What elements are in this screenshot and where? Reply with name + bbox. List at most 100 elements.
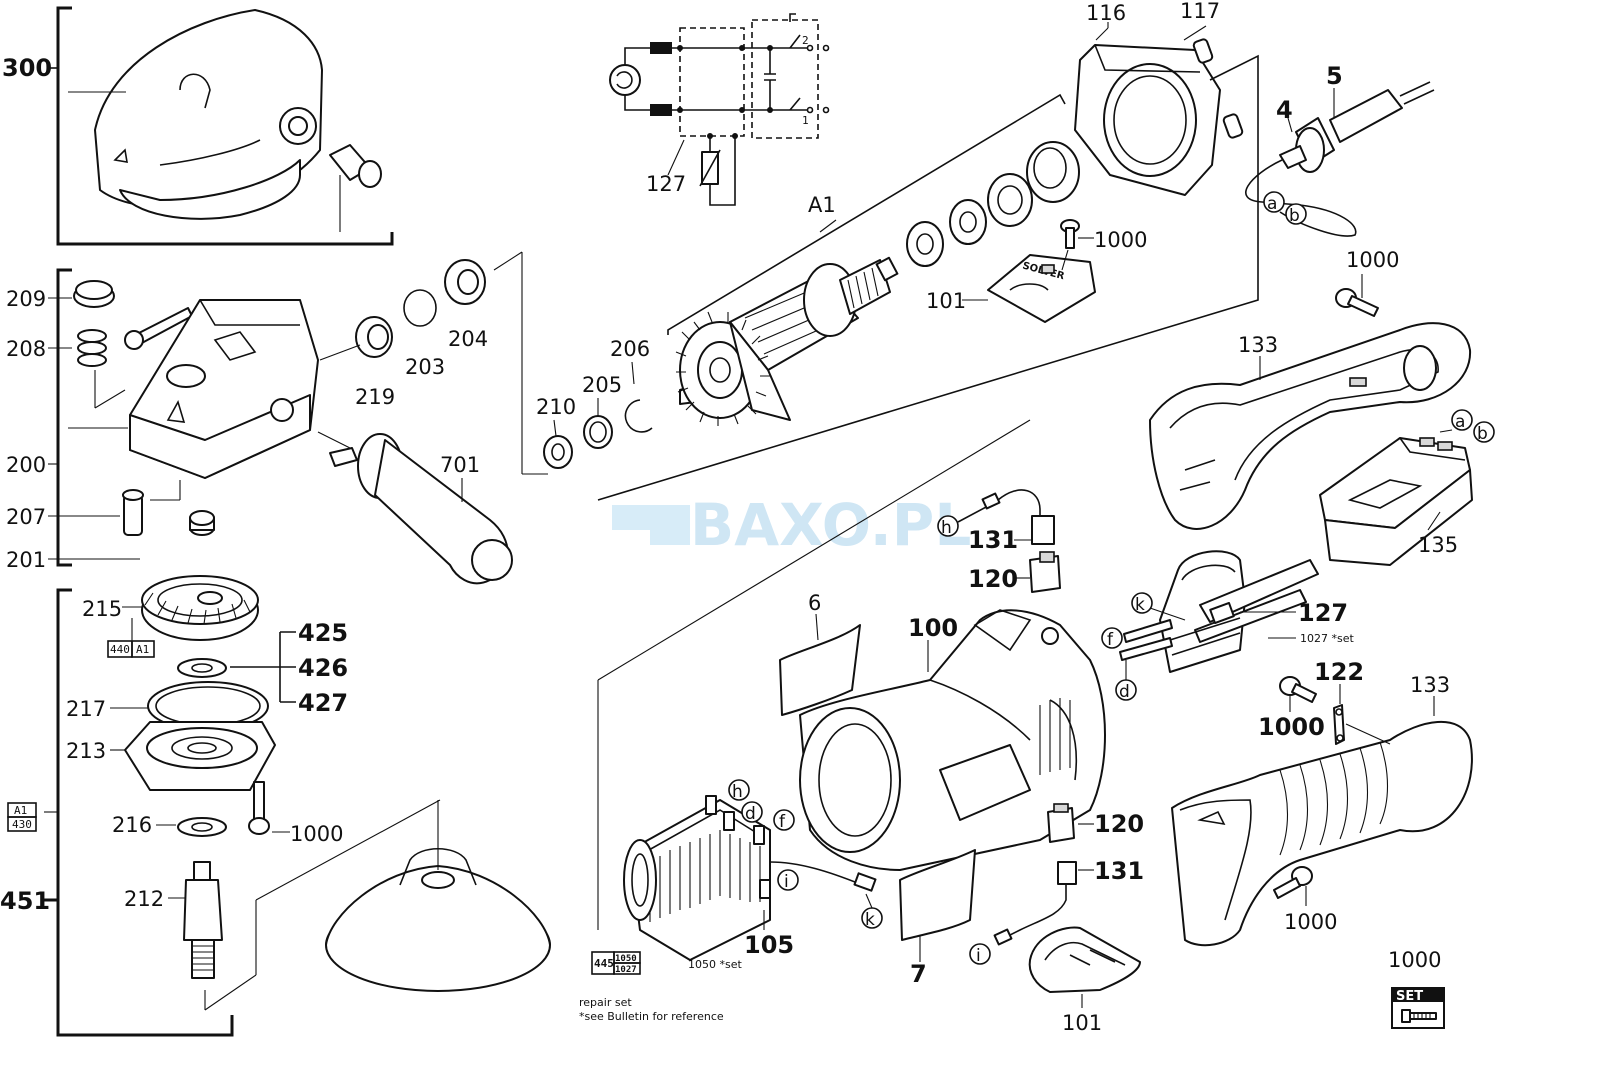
label-1000-b: 1000 [1094,228,1147,252]
repair-set-note: repair set [579,996,632,1009]
field-stator-105 [623,795,771,961]
label-210: 210 [536,395,576,419]
pin-117 [1192,38,1244,139]
svg-text:h: h [732,782,743,802]
washer-216 [177,817,227,837]
wiring-schematic: 2 1 [609,13,830,206]
label-206: 206 [610,337,650,361]
label-101-bottom: 101 [1062,1011,1102,1035]
label-116: 116 [1086,1,1126,25]
screw-1000-handle-top [1335,288,1379,317]
lead-marker-k2: k [861,907,883,930]
brush-cover-101-top: SOLVER [987,254,1096,323]
screw-1000-cover [1060,219,1080,249]
svg-text:b: b [1477,424,1488,444]
lead-marker-a2: a [1451,409,1473,432]
connector-131-top [1031,515,1055,545]
armature [679,256,899,421]
ref-box-430: 430 [12,818,32,831]
label-6: 6 [808,591,821,615]
label-451: 451 [0,887,50,915]
label-212: 212 [124,887,164,911]
gear-head-cover-300 [94,9,323,220]
label-133: 133 [1410,673,1450,697]
switch-pos-1: 1 [802,114,809,127]
watermark-text: BAXO.PL [690,491,971,559]
box-445: 445 [594,957,614,970]
label-203: 203 [405,355,445,379]
svg-text:k: k [1135,595,1145,615]
box-1027: 1027 [615,965,637,975]
washer-205 [583,415,613,449]
label-100: 100 [908,614,958,642]
screw-1000-handle-grip [1273,866,1313,899]
springs-208 [77,329,107,367]
motor-end-shield-116 [1074,44,1221,196]
label-5: 5 [1326,62,1343,90]
label-7: 7 [910,960,927,988]
label-4: 4 [1276,96,1293,124]
label-204: 204 [448,327,488,351]
lead-marker-h2: h [728,779,750,802]
washer-426 [177,658,227,678]
svg-text:f: f [779,812,786,832]
svg-text:i: i [784,872,789,892]
connector-120-top [1029,551,1061,593]
lead-marker-f2: f [773,809,795,832]
spindle-212 [183,861,223,979]
bearing-flange-213 [124,721,276,791]
lead-marker-a1: a [1263,191,1285,214]
side-handle-701 [329,433,513,585]
fan-baffle [987,173,1033,227]
label-sticker-7 [899,849,976,941]
ring-203 [403,289,437,327]
backing-pad [325,800,551,992]
bracket-a1 [667,93,1066,335]
cable-strain-relief-4 [1279,117,1335,173]
label-1000-set: 1000 [1388,948,1441,972]
label-201: 201 [6,548,46,572]
svg-text:d: d [1119,682,1130,702]
bearing-a1-2 [949,199,987,245]
connector-120-bottom [1047,803,1075,843]
label-300: 300 [2,54,52,82]
bracket-motor [597,54,1259,501]
screw-300 [329,144,382,188]
circlip-206 [624,399,653,433]
lead-marker-k1: k [1131,592,1153,615]
box-1050: 1050 [615,954,637,964]
lead-marker-b2: b [1473,421,1495,444]
bearing-219 [355,316,393,358]
lead-marker-f1: f [1101,627,1123,650]
clip-122 [1333,704,1345,745]
lead-marker-b1: b [1285,203,1307,226]
screw-1000-handle-bottom [1279,676,1317,703]
bevel-gear-215 [141,575,259,641]
screw-set-icon: SET [1391,987,1445,1029]
label-427: 427 [298,689,348,717]
ref-box-440-a1: A1 [136,643,149,656]
svg-text:b: b [1289,206,1300,226]
connector-131-bottom [1057,861,1077,885]
label-205: 205 [582,373,622,397]
svg-text:d: d [745,804,756,824]
switch-135 [1319,437,1473,566]
label-133-top: 133 [1238,333,1278,357]
label-120-top: 120 [968,565,1018,593]
ref-box-440-num: 440 [110,643,130,656]
label-207: 207 [6,505,46,529]
motor-housing-100 [799,609,1106,871]
bushing-201 [189,510,215,536]
bracket-451 [56,588,234,1037]
handle-half-133-bottom [1171,720,1473,947]
label-208: 208 [6,337,46,361]
label-426: 426 [298,654,348,682]
screw-1000-flange [248,781,270,835]
label-1027-set: 1027 *set [1300,632,1354,645]
label-1000-e: 1000 [1284,910,1337,934]
lead-marker-d2: d [741,801,763,824]
bearing-a1-1 [906,221,944,267]
set-text: SET [1396,989,1423,1004]
lead-marker-h1: h [937,515,959,538]
